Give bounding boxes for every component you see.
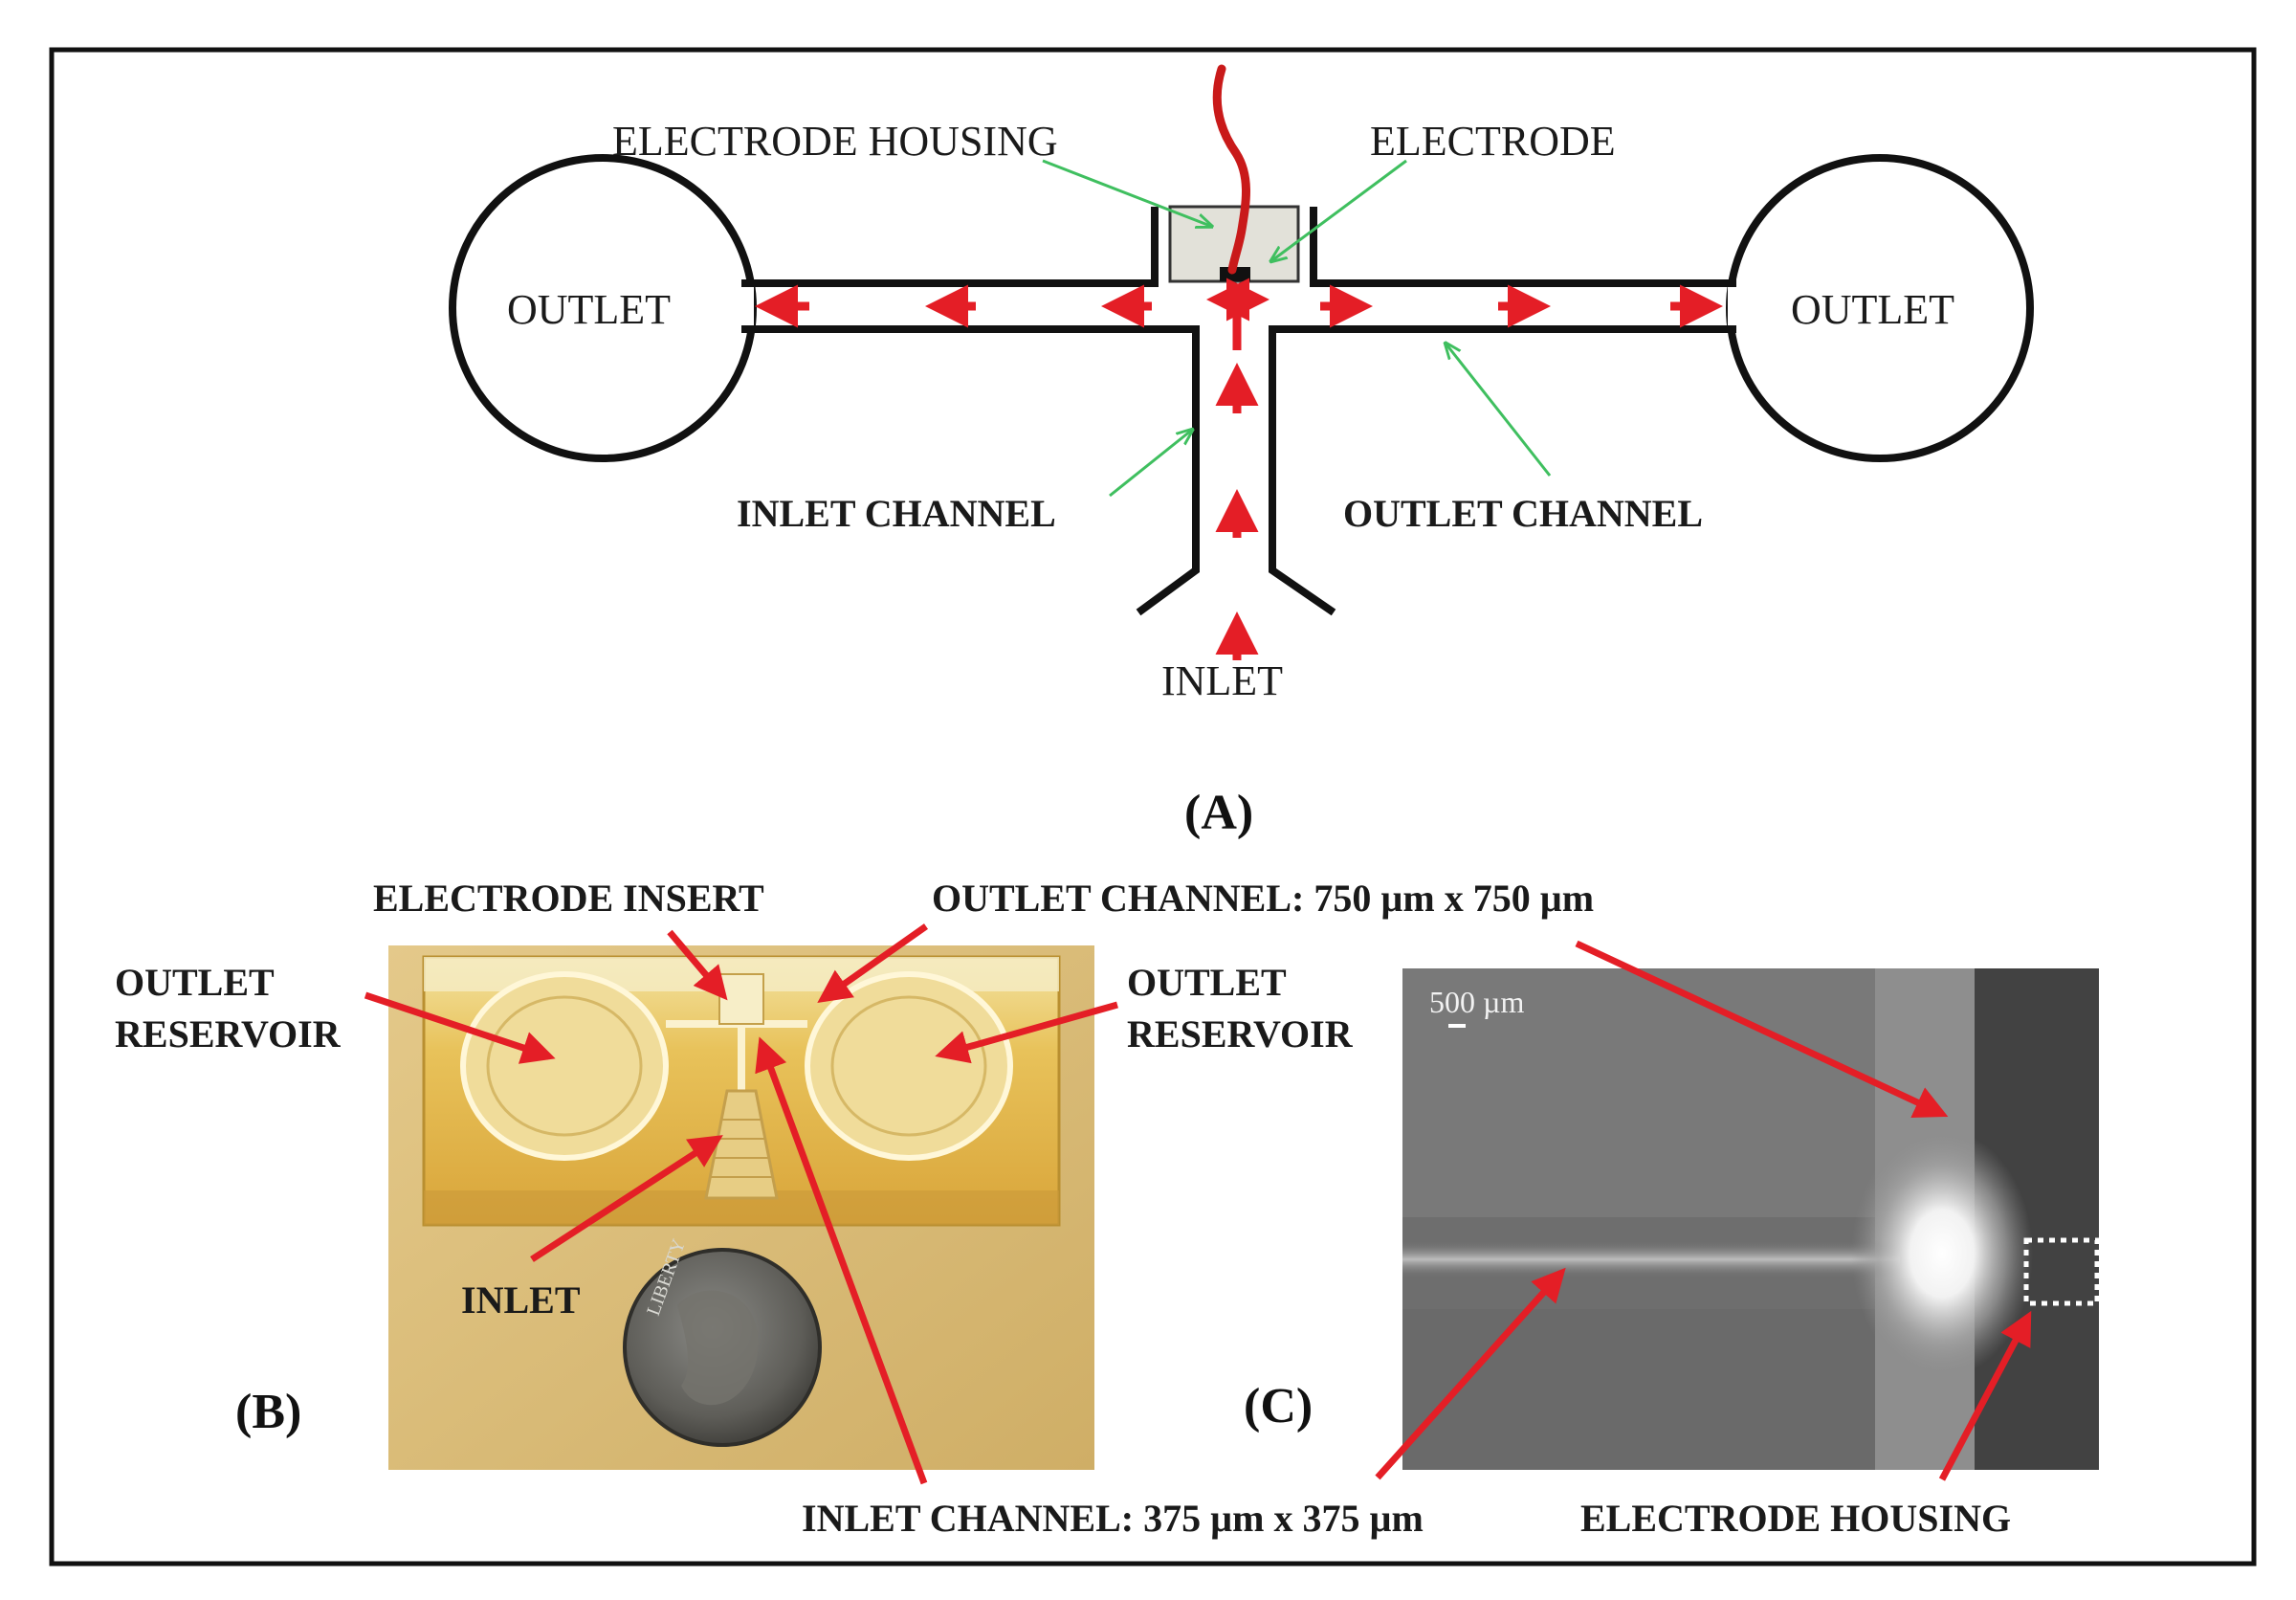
channel-wall-bottom-right [1269, 325, 1736, 616]
electrode-insert-piece [718, 973, 764, 1025]
scale-bar-label: 500 µm [1429, 985, 1524, 1019]
reservoir-left [460, 971, 669, 1161]
label-outlet-reservoir-right-1: OUTLET [1127, 961, 1287, 1004]
label-inlet-channel-dim: INLET CHANNEL: 375 µm x 375 µm [802, 1497, 1424, 1540]
flow-arrows [755, 278, 1723, 660]
label-inlet-channel: INLET CHANNEL [737, 492, 1056, 535]
reservoir-right [805, 971, 1013, 1161]
schematic-a: ELECTRODE HOUSING ELECTRODE OUTLET OUTLE… [449, 64, 2034, 840]
label-electrode-insert: ELECTRODE INSERT [373, 877, 764, 920]
channel-wall-bottom-left [741, 325, 1200, 616]
electrode-wire [1212, 64, 1250, 275]
label-outlet-right: OUTLET [1791, 286, 1954, 333]
panel-label-c: (C) [1244, 1379, 1313, 1433]
label-outlet-channel-dim: OUTLET CHANNEL: 750 µm x 750 µm [932, 877, 1594, 920]
label-outlet-reservoir-left-1: OUTLET [115, 961, 275, 1004]
label-outlet-left: OUTLET [507, 286, 671, 333]
electrode-tip [1220, 267, 1250, 281]
label-electrode-housing: ELECTRODE HOUSING [612, 118, 1058, 165]
inlet-channel-band [1402, 1240, 1900, 1278]
label-outlet-reservoir-right-2: RESERVOIR [1127, 1012, 1354, 1056]
label-electrode: ELECTRODE [1370, 118, 1616, 165]
label-outlet-channel: OUTLET CHANNEL [1343, 492, 1703, 535]
label-outlet-reservoir-left-2: RESERVOIR [115, 1012, 342, 1056]
electrode-glow [1851, 1129, 2033, 1378]
panel-label-b: (B) [235, 1385, 301, 1439]
image-c: 500 µm OUTLET CHANNEL: 750 µm x 750 µm I… [802, 877, 2100, 1540]
photo-b: LIBERTY ELECTRODE INSERT OUTLET RESERVOI… [115, 877, 1354, 1485]
arrows-c [1375, 940, 2032, 1481]
channel-wall-top-left [741, 207, 1159, 287]
label-inlet: INLET [1161, 657, 1283, 704]
label-inlet-b: INLET [461, 1278, 581, 1322]
channel-wall-top-right [1310, 207, 1736, 287]
pointer-lines-green [1042, 159, 1552, 498]
arrows-b [364, 923, 1118, 1485]
electrode-housing-outline [2023, 1237, 2100, 1306]
label-electrode-housing-c: ELECTRODE HOUSING [1580, 1497, 2011, 1540]
panel-label-a: (A) [1184, 786, 1253, 840]
